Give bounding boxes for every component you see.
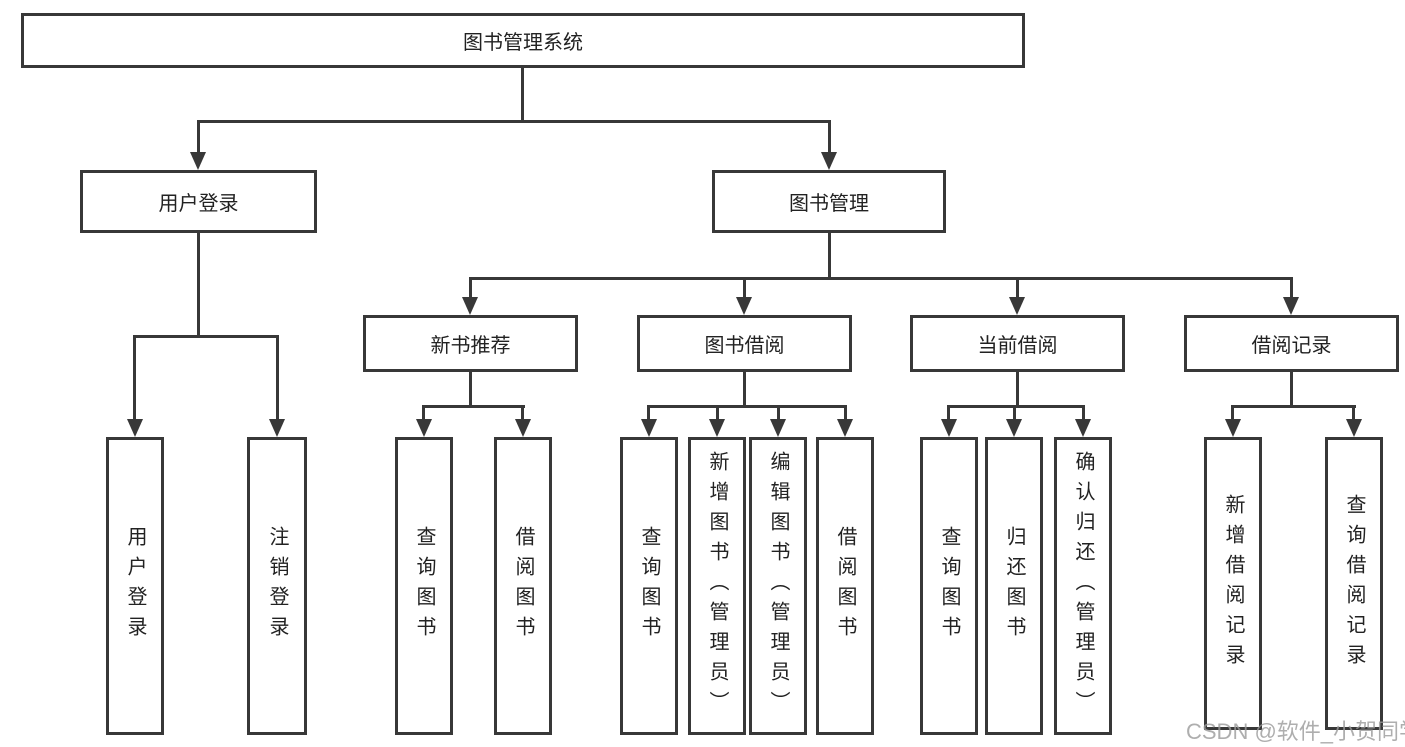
connector-vline	[1016, 372, 1019, 405]
connector-vline	[521, 68, 524, 120]
connector-hline	[469, 277, 1293, 280]
leaf-add-book-admin: 新增图书（管理员）	[688, 437, 746, 735]
node-borrowing-records: 借阅记录	[1184, 315, 1399, 372]
leaf-logout: 注销登录	[247, 437, 307, 735]
leaf-edit-book-admin: 编辑图书（管理员）	[749, 437, 807, 735]
connector-vline	[422, 408, 425, 419]
connector-arrow	[821, 152, 837, 170]
connector-arrow	[1225, 419, 1241, 437]
leaf-add-borrow-record: 新增借阅记录	[1204, 437, 1262, 730]
connector-vline	[1013, 408, 1016, 419]
connector-arrow	[515, 419, 531, 437]
connector-vline	[197, 233, 200, 335]
connector-vline	[1290, 372, 1293, 405]
connector-hline	[133, 335, 279, 338]
connector-arrow	[1346, 419, 1362, 437]
connector-vline	[844, 408, 847, 419]
connector-vline	[777, 408, 780, 419]
node-user-login: 用户登录	[80, 170, 317, 233]
node-book-management: 图书管理	[712, 170, 946, 233]
leaf-borrow-books-newbook: 借阅图书	[494, 437, 552, 735]
connector-vline	[828, 123, 831, 152]
connector-arrow	[127, 419, 143, 437]
connector-hline	[197, 120, 831, 123]
connector-arrow	[770, 419, 786, 437]
connector-vline	[276, 338, 279, 419]
connector-arrow	[462, 297, 478, 315]
connector-vline	[1352, 408, 1355, 419]
connector-vline	[1082, 408, 1085, 419]
connector-vline	[133, 338, 136, 419]
leaf-query-books-borrowing: 查询图书	[620, 437, 678, 735]
connector-vline	[1290, 280, 1293, 297]
connector-arrow	[269, 419, 285, 437]
connector-hline	[1231, 405, 1356, 408]
csdn-watermark: CSDN @软件_小贺同学	[1186, 719, 1405, 744]
leaf-confirm-return-admin: 确认归还（管理员）	[1054, 437, 1112, 735]
connector-arrow	[837, 419, 853, 437]
connector-vline	[743, 280, 746, 297]
node-new-book-recommend: 新书推荐	[363, 315, 578, 372]
connector-vline	[197, 123, 200, 152]
connector-vline	[947, 408, 950, 419]
leaf-query-books-newbook: 查询图书	[395, 437, 453, 735]
connector-arrow	[736, 297, 752, 315]
node-current-borrowing: 当前借阅	[910, 315, 1125, 372]
connector-arrow	[416, 419, 432, 437]
connector-arrow	[190, 152, 206, 170]
connector-vline	[1231, 408, 1234, 419]
connector-vline	[647, 408, 650, 419]
connector-arrow	[709, 419, 725, 437]
connector-arrow	[1075, 419, 1091, 437]
connector-vline	[1016, 280, 1019, 297]
connector-hline	[422, 405, 525, 408]
leaf-user-login: 用户登录	[106, 437, 164, 735]
connector-vline	[828, 233, 831, 277]
leaf-borrow-books-borrowing: 借阅图书	[816, 437, 874, 735]
connector-arrow	[641, 419, 657, 437]
connector-arrow	[1009, 297, 1025, 315]
node-book-borrowing: 图书借阅	[637, 315, 852, 372]
leaf-query-borrow-record: 查询借阅记录	[1325, 437, 1383, 730]
leaf-query-books-current: 查询图书	[920, 437, 978, 735]
connector-vline	[469, 372, 472, 405]
connector-arrow	[941, 419, 957, 437]
connector-vline	[716, 408, 719, 419]
connector-hline	[647, 405, 847, 408]
connector-vline	[743, 372, 746, 405]
leaf-return-book: 归还图书	[985, 437, 1043, 735]
connector-vline	[469, 280, 472, 297]
node-root: 图书管理系统	[21, 13, 1025, 68]
connector-vline	[521, 408, 524, 419]
connector-arrow	[1283, 297, 1299, 315]
connector-arrow	[1006, 419, 1022, 437]
connector-hline	[947, 405, 1085, 408]
